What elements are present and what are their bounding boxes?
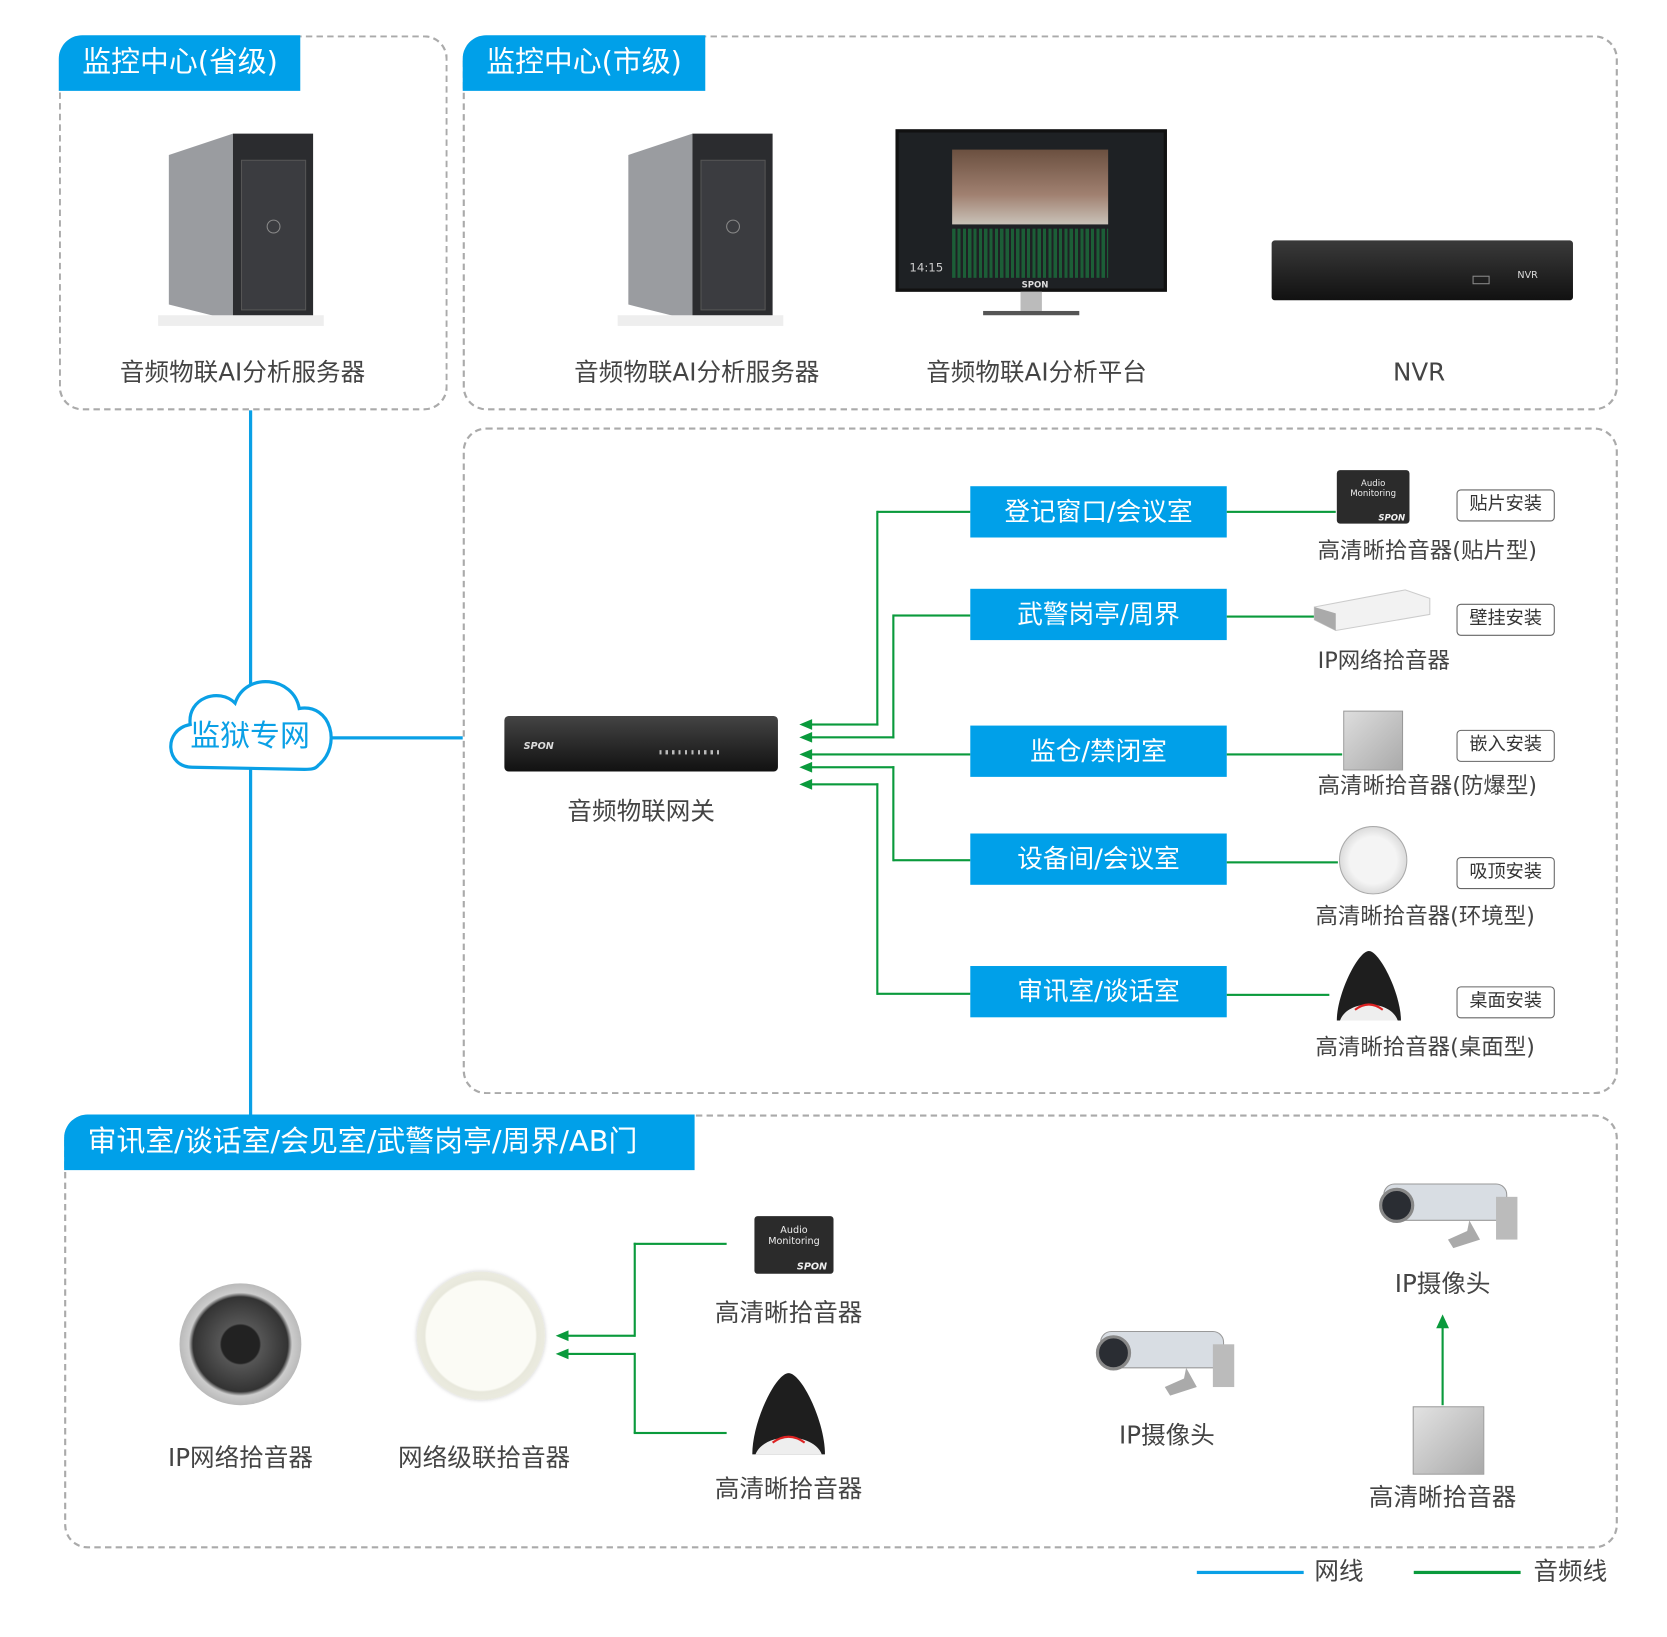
device-label: 高清晰拾音器(贴片型) — [1317, 537, 1538, 564]
desktop-mic-icon — [752, 1373, 825, 1455]
patch-mic-icon: Audio Monitoring SPON — [1336, 470, 1410, 524]
city-server-label: 音频物联AI分析服务器 — [574, 359, 820, 387]
ip-camera-label: IP摄像头 — [1119, 1422, 1215, 1451]
legend-audio-line — [1413, 1570, 1521, 1575]
install-tag: 嵌入安装 — [1456, 729, 1555, 762]
cascade-mic-icon — [416, 1271, 545, 1400]
terminal-area-box — [64, 1114, 1618, 1549]
room-button-cell: 监仓/禁闭室 — [970, 725, 1227, 777]
patch-mic-icon: Audio Monitoring SPON — [754, 1216, 834, 1274]
terminal-area-title: 审讯室/谈话室/会见室/武警岗亭/周界/AB门 — [64, 1114, 695, 1171]
monitor-icon: 14:15 SPON — [895, 129, 1167, 292]
city-center-title: 监控中心(市级) — [462, 35, 706, 91]
network-line — [320, 736, 463, 740]
install-tag: 桌面安装 — [1456, 986, 1555, 1019]
room-button-registration: 登记窗口/会议室 — [970, 486, 1227, 538]
server-icon — [158, 133, 324, 326]
nvr-icon: NVR — [1271, 240, 1573, 301]
explosion-proof-mic-icon — [1412, 1406, 1485, 1475]
device-label: 高清晰拾音器(防爆型) — [1317, 772, 1538, 799]
room-button-equipment: 设备间/会议室 — [970, 833, 1227, 885]
wall-mic-icon — [1313, 589, 1431, 632]
ip-mic-icon — [179, 1283, 302, 1406]
provincial-server-label: 音频物联AI分析服务器 — [119, 359, 366, 387]
hd-mic-label: 高清晰拾音器 — [714, 1299, 863, 1328]
server-icon — [617, 133, 784, 326]
ip-camera-icon — [1379, 1183, 1518, 1249]
hd-mic-label: 高清晰拾音器 — [714, 1475, 863, 1504]
hd-mic-label: 高清晰拾音器 — [1368, 1484, 1517, 1513]
legend-network-line — [1196, 1570, 1304, 1575]
ip-camera-icon — [1095, 1330, 1235, 1396]
gateway-device-icon: SPON — [504, 715, 778, 772]
platform-label: 音频物联AI分析平台 — [926, 359, 1147, 387]
desktop-mic-icon — [1336, 951, 1401, 1021]
cloud-label: 监狱专网 — [190, 718, 310, 754]
install-tag: 壁挂安装 — [1456, 603, 1555, 636]
city-center-box — [462, 35, 1618, 411]
arrow-icons — [555, 1330, 569, 1360]
ip-camera-label: IP摄像头 — [1394, 1270, 1491, 1299]
arrow-up-icon — [1436, 1314, 1450, 1329]
ip-mic-label: IP网络拾音器 — [167, 1444, 313, 1473]
device-label: 高清晰拾音器(桌面型) — [1315, 1034, 1535, 1061]
provincial-center-title: 监控中心(省级) — [58, 35, 301, 91]
ceiling-mic-icon — [1338, 826, 1408, 895]
nvr-label: NVR — [1392, 359, 1446, 387]
device-label: 高清晰拾音器(环境型) — [1315, 902, 1535, 929]
room-button-guard-post: 武警岗亭/周界 — [970, 588, 1227, 641]
explosion-proof-mic-icon — [1343, 710, 1404, 771]
install-tag: 贴片安装 — [1456, 489, 1555, 522]
arrow-icons — [799, 719, 813, 790]
room-button-interrogation: 审讯室/谈话室 — [970, 966, 1227, 1018]
device-label: IP网络拾音器 — [1317, 647, 1450, 674]
install-tag: 吸顶安装 — [1456, 857, 1555, 890]
legend-network-label: 网线 — [1314, 1558, 1364, 1586]
cloud-icon — [169, 680, 333, 771]
legend-audio-label: 音频线 — [1533, 1558, 1608, 1586]
gateway-label: 音频物联网关 — [567, 798, 715, 827]
gateway-area-box — [462, 427, 1618, 1095]
cascade-mic-label: 网络级联拾音器 — [398, 1444, 571, 1473]
